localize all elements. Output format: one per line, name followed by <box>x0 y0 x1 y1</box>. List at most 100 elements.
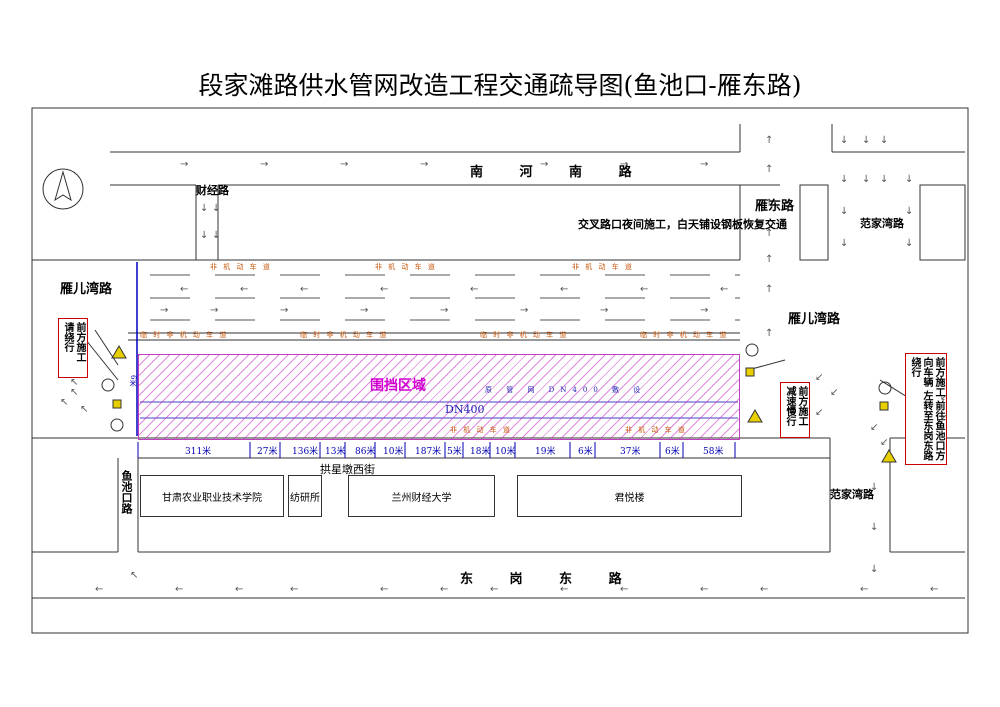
building-lanzhou-univ: 兰州财经大学 <box>348 475 495 517</box>
distance-label: 6米 <box>578 447 593 457</box>
svg-text:↓: ↓ <box>862 135 870 146</box>
svg-text:↑: ↑ <box>765 164 773 175</box>
svg-text:→: → <box>420 159 428 170</box>
svg-text:↓: ↓ <box>870 522 878 533</box>
svg-text:↙: ↙ <box>940 392 948 403</box>
svg-text:↓: ↓ <box>880 135 888 146</box>
svg-text:↓: ↓ <box>200 203 208 214</box>
notice-left: 前方施工 请绕行 <box>58 318 88 378</box>
svg-text:←: ← <box>620 584 628 595</box>
fanjia-road-top-label: 范家湾路 <box>860 217 904 230</box>
svg-text:↖: ↖ <box>70 387 78 398</box>
svg-text:←: ← <box>490 584 498 595</box>
svg-text:↑: ↑ <box>765 198 773 209</box>
distance-label: 58米 <box>703 447 724 457</box>
svg-text:←: ← <box>380 584 388 595</box>
svg-text:↑: ↑ <box>765 228 773 239</box>
svg-text:↙: ↙ <box>880 437 888 448</box>
svg-text:←: ← <box>380 284 388 295</box>
svg-text:↓: ↓ <box>212 203 220 214</box>
motor-lane-label: 非 机 动 车 道 <box>210 263 272 271</box>
work-zone <box>138 354 740 440</box>
distance-label: 6米 <box>665 447 680 457</box>
svg-text:↙: ↙ <box>815 407 823 418</box>
svg-text:←: ← <box>290 584 298 595</box>
distance-label: 10米 <box>383 447 404 457</box>
svg-text:↓: ↓ <box>862 174 870 185</box>
yaner-road-right-label: 雁儿湾路 <box>788 312 841 327</box>
svg-text:←: ← <box>440 584 448 595</box>
svg-text:→: → <box>160 305 168 316</box>
svg-text:↓: ↓ <box>905 206 913 217</box>
temp-lane-label: 临 时 非 机 动 车 道 <box>300 331 389 339</box>
svg-text:→: → <box>260 159 268 170</box>
svg-text:←: ← <box>930 584 938 595</box>
motor-lane-label: 非 机 动 车 道 <box>450 426 512 434</box>
svg-text:↖: ↖ <box>130 570 138 581</box>
svg-text:↓: ↓ <box>870 564 878 575</box>
svg-text:↙: ↙ <box>870 422 878 433</box>
building-gansu-college: 甘肃农业职业技术学院 <box>140 475 284 517</box>
svg-text:↙: ↙ <box>830 387 838 398</box>
temp-lane-label: 临 时 非 机 动 车 道 <box>140 331 229 339</box>
side-mark: 6米 <box>129 375 137 387</box>
fanjia-road-bottom-label: 范家湾路 <box>830 488 874 501</box>
svg-text:←: ← <box>560 584 568 595</box>
svg-text:↓: ↓ <box>840 206 848 217</box>
svg-text:↖: ↖ <box>80 404 88 415</box>
distance-label: 5米 <box>447 447 462 457</box>
svg-text:←: ← <box>235 584 243 595</box>
svg-text:→: → <box>620 159 628 170</box>
building-junyue: 君悦楼 <box>517 475 742 517</box>
svg-text:→: → <box>280 305 288 316</box>
junction-note: 交叉路口夜间施工，白天铺设钢板恢复交通 <box>578 218 787 231</box>
motor-lane-label: 非 机 动 车 道 <box>375 263 437 271</box>
svg-text:→: → <box>180 159 188 170</box>
page-title: 段家滩路供水管网改造工程交通疏导图(鱼池口-雁东路) <box>198 71 802 100</box>
distance-label: 19米 <box>535 447 556 457</box>
distance-label: 187米 <box>415 447 442 457</box>
distance-label: 27米 <box>257 447 278 457</box>
distance-label: 10米 <box>495 447 516 457</box>
svg-text:←: ← <box>95 584 103 595</box>
svg-text:↓: ↓ <box>840 238 848 249</box>
svg-text:←: ← <box>300 284 308 295</box>
svg-text:↑: ↑ <box>765 254 773 265</box>
yandong-road-label: 雁东路 <box>755 199 795 214</box>
svg-text:↙: ↙ <box>815 372 823 383</box>
distance-label: 37米 <box>620 447 641 457</box>
svg-text:→: → <box>520 305 528 316</box>
svg-text:↖: ↖ <box>60 397 68 408</box>
svg-text:↑: ↑ <box>765 135 773 146</box>
distance-label: 13米 <box>325 447 346 457</box>
work-zone-label: 围挡区域 <box>370 378 426 394</box>
svg-text:←: ← <box>175 584 183 595</box>
svg-text:→: → <box>540 159 548 170</box>
svg-text:↓: ↓ <box>200 230 208 241</box>
pipe-label: 原 管 网 DN400 敷 设 <box>485 386 647 394</box>
svg-text:←: ← <box>640 284 648 295</box>
svg-text:→: → <box>210 305 218 316</box>
svg-text:→: → <box>700 159 708 170</box>
distance-label: 18米 <box>470 447 491 457</box>
svg-text:←: ← <box>700 584 708 595</box>
distance-label: 86米 <box>355 447 376 457</box>
svg-text:←: ← <box>720 284 728 295</box>
temp-lane-label: 临 时 非 机 动 车 道 <box>480 331 569 339</box>
svg-text:←: ← <box>240 284 248 295</box>
svg-text:→: → <box>700 305 708 316</box>
svg-text:↓: ↓ <box>905 174 913 185</box>
svg-text:→: → <box>340 159 348 170</box>
motor-lane-label: 非 机 动 车 道 <box>625 426 687 434</box>
donggang-road-label: 东 岗 东 路 <box>460 572 638 587</box>
distance-label: 311米 <box>185 447 212 457</box>
svg-text:←: ← <box>560 284 568 295</box>
yaner-road-left-label: 雁儿湾路 <box>60 282 113 297</box>
caijing-road-label: 财经路 <box>196 184 229 197</box>
svg-text:↓: ↓ <box>880 174 888 185</box>
svg-text:↓: ↓ <box>840 174 848 185</box>
distance-label: 136米 <box>292 447 319 457</box>
notice-right: 前方施工 前往鱼池口方向车辆 左转至东岗东路绕行 <box>905 353 947 465</box>
svg-text:↑: ↑ <box>765 284 773 295</box>
